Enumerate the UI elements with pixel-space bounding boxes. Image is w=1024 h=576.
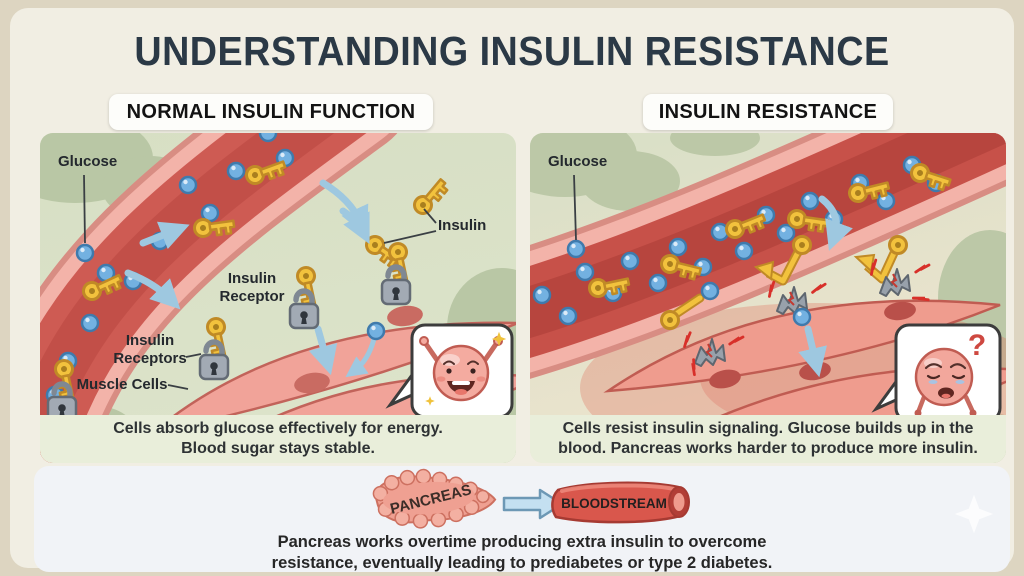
- footer-caption: Pancreas works overtime producing extra …: [271, 533, 773, 572]
- cell-nucleus: [884, 301, 916, 321]
- resistance-panel-header: INSULIN RESISTANCE: [643, 94, 893, 130]
- card: UNDERSTANDING INSULIN RESISTANCE NORMAL …: [10, 8, 1014, 572]
- normal-panel: Glucose Insulin Insulin Receptor Insulin…: [40, 133, 516, 463]
- footer-panel: PANCREAS BLOODSTREAM Pancreas works over…: [34, 466, 1010, 572]
- cell-nucleus: [387, 305, 423, 327]
- receptors-label-1: Insulin: [126, 332, 174, 349]
- muscle-cells-label: Muscle Cells: [77, 376, 168, 393]
- sad-cell-bubble: ?: [871, 323, 1002, 423]
- receptors-label-2: Receptors: [113, 350, 186, 367]
- glucose-dot: [792, 307, 812, 327]
- glucose-entering-cell: [345, 321, 386, 378]
- resistance-panel: Glucose: [530, 133, 1006, 463]
- labels: Glucose Insulin Insulin Receptor Insulin…: [58, 153, 486, 393]
- rejected-key-icon: [660, 281, 720, 330]
- glucose-label: Glucose: [548, 153, 607, 170]
- bloodstream-label: BLOODSTREAM: [561, 496, 667, 511]
- pancreas-icon: PANCREAS: [372, 468, 497, 529]
- receptor-label-1: Insulin: [228, 270, 276, 287]
- glucose-label: Glucose: [58, 153, 117, 170]
- happy-cell-bubble: [385, 323, 514, 419]
- normal-caption: Cells absorb glucose effectively for ene…: [40, 415, 516, 463]
- labels: Glucose: [548, 153, 607, 241]
- insulin-label: Insulin: [438, 217, 486, 234]
- sad-cell-icon: [914, 347, 977, 417]
- cell-nucleus: [294, 372, 330, 394]
- flow-arrows: [124, 179, 370, 376]
- cell-nucleus: [709, 369, 741, 389]
- bent-insulin-keys: [660, 235, 908, 330]
- question-mark: ?: [968, 329, 986, 362]
- bloodstream-icon: BLOODSTREAM: [551, 481, 690, 524]
- resistance-caption: Cells resist insulin signaling. Glucose …: [530, 415, 1006, 463]
- normal-panel-header: NORMAL INSULIN FUNCTION: [109, 94, 433, 130]
- flow-arrows: [798, 195, 853, 378]
- right-arrow-icon: [502, 488, 564, 520]
- page-title: UNDERSTANDING INSULIN RESISTANCE: [134, 28, 890, 74]
- bent-key-icon: [753, 235, 812, 286]
- receptor-label-2: Receptor: [219, 288, 284, 305]
- happy-cell-icon: [419, 331, 507, 406]
- sparkle-icon: [954, 494, 994, 534]
